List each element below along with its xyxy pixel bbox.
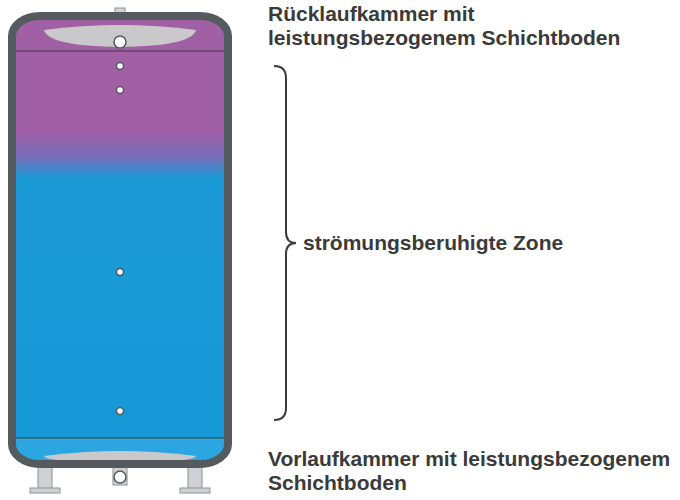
tank-water bbox=[16, 20, 224, 460]
zone-label: strömungsberuhigte Zone bbox=[303, 231, 673, 255]
return-chamber bbox=[44, 25, 196, 47]
chamber-label: Vorlaufkammer mit leistungsbezogenem Sch… bbox=[268, 447, 673, 495]
flow-chamber bbox=[44, 451, 196, 460]
ports bbox=[114, 36, 126, 483]
tank-shell bbox=[8, 12, 232, 468]
chamber-label: Rücklaufkammer mit leistungsbezogenem Sc… bbox=[268, 2, 673, 50]
stratification-plate-top bbox=[16, 50, 224, 51]
stratification-plate-bottom bbox=[16, 437, 224, 438]
zone-bracket bbox=[274, 66, 296, 420]
